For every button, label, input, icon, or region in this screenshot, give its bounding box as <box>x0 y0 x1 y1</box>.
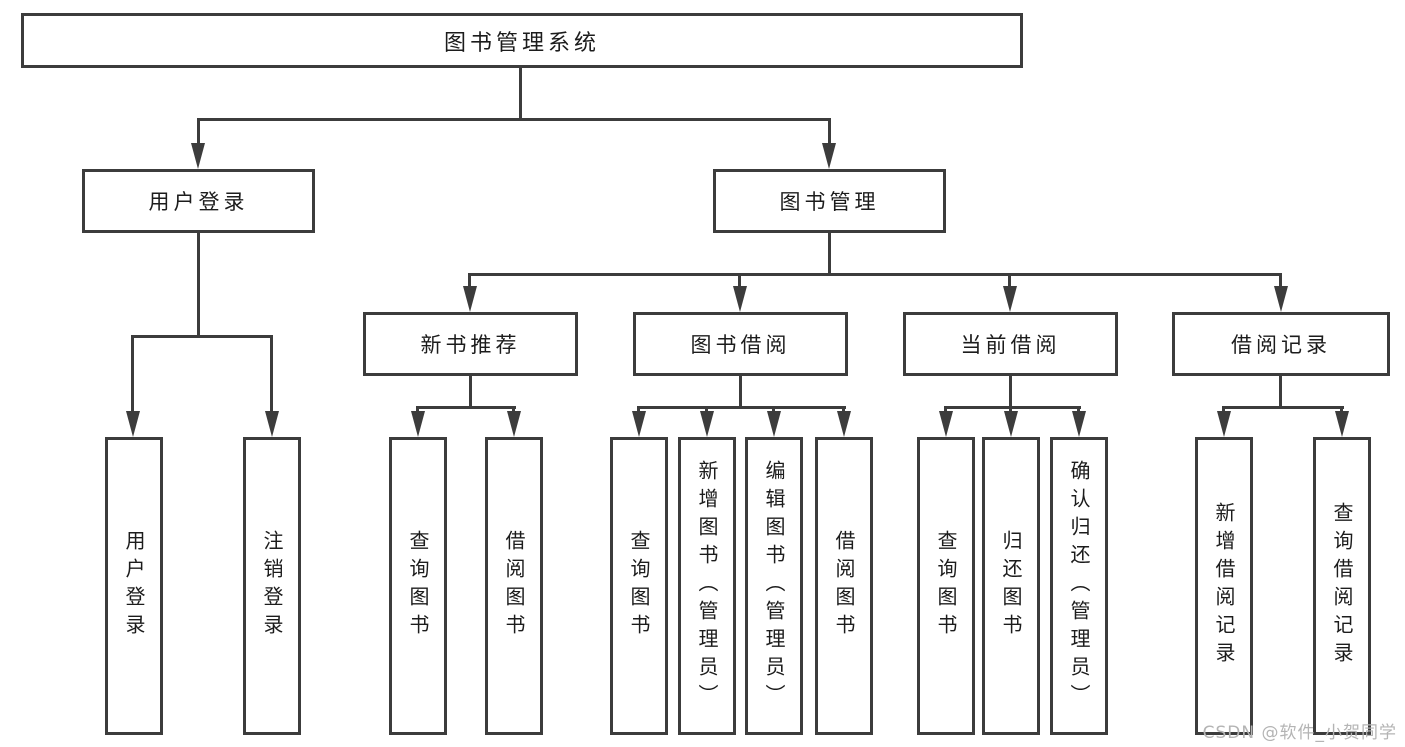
connector-line <box>468 273 1281 276</box>
node-label: 图书管理 <box>779 190 880 214</box>
leaf-label: 注销登录 <box>260 530 284 642</box>
leaf-query-books-borrow: 查询图书 <box>610 437 668 735</box>
connector-line <box>197 118 831 121</box>
leaf-query-books-current: 查询图书 <box>917 437 975 735</box>
node-borrow-records: 借阅记录 <box>1172 312 1390 376</box>
connector-line <box>197 233 200 337</box>
arrow-down-icon <box>1072 411 1086 437</box>
connector-line <box>197 118 200 146</box>
leaf-logout: 注销登录 <box>243 437 301 735</box>
leaf-add-book-admin: 新增图书（管理员） <box>678 437 736 735</box>
connector-line <box>739 376 742 408</box>
arrow-down-icon <box>837 411 851 437</box>
node-new-book-recommend: 新书推荐 <box>363 312 578 376</box>
leaf-label: 新增图书（管理员） <box>695 460 719 712</box>
node-book-borrow: 图书借阅 <box>633 312 848 376</box>
arrow-down-icon <box>265 411 279 437</box>
node-current-borrow: 当前借阅 <box>903 312 1118 376</box>
connector-line <box>637 406 846 409</box>
leaf-label: 查询图书 <box>934 530 958 642</box>
arrow-down-icon <box>411 411 425 437</box>
leaf-user-login: 用户登录 <box>105 437 163 735</box>
leaf-borrow-books-recommend: 借阅图书 <box>485 437 543 735</box>
leaf-confirm-return-admin: 确认归还（管理员） <box>1050 437 1108 735</box>
arrow-down-icon <box>822 143 836 169</box>
leaf-label: 查询借阅记录 <box>1330 502 1354 670</box>
node-root: 图书管理系统 <box>21 13 1023 68</box>
arrow-down-icon <box>1274 286 1288 312</box>
leaf-return-book: 归还图书 <box>982 437 1040 735</box>
arrow-down-icon <box>1004 411 1018 437</box>
arrow-down-icon <box>1335 411 1349 437</box>
leaf-add-borrow-record: 新增借阅记录 <box>1195 437 1253 735</box>
connector-line <box>131 335 272 338</box>
leaf-label: 归还图书 <box>999 530 1023 642</box>
leaf-edit-book-admin: 编辑图书（管理员） <box>745 437 803 735</box>
leaf-label: 借阅图书 <box>502 530 526 642</box>
connector-line <box>1009 376 1012 408</box>
node-label: 借阅记录 <box>1231 333 1331 357</box>
connector-line <box>519 68 522 118</box>
connector-line <box>738 273 741 289</box>
leaf-label: 确认归还（管理员） <box>1067 460 1091 712</box>
arrow-down-icon <box>1217 411 1231 437</box>
connector-line <box>468 273 471 289</box>
connector-line <box>469 376 472 408</box>
node-label: 新书推荐 <box>420 333 521 357</box>
leaf-label: 编辑图书（管理员） <box>762 460 786 712</box>
leaf-query-borrow-record: 查询借阅记录 <box>1313 437 1371 735</box>
connector-line <box>1279 376 1282 408</box>
arrow-down-icon <box>507 411 521 437</box>
leaf-label: 查询图书 <box>627 530 651 642</box>
connector-line <box>1279 273 1282 289</box>
connector-line <box>828 233 831 275</box>
arrow-down-icon <box>126 411 140 437</box>
arrow-down-icon <box>632 411 646 437</box>
connector-line <box>944 406 1081 409</box>
arrow-down-icon <box>191 143 205 169</box>
connector-line <box>828 118 831 146</box>
node-label: 用户登录 <box>148 190 249 214</box>
node-book-management: 图书管理 <box>713 169 946 233</box>
leaf-label: 借阅图书 <box>832 530 856 642</box>
arrow-down-icon <box>767 411 781 437</box>
node-label: 图书借阅 <box>690 333 791 357</box>
leaf-label: 用户登录 <box>122 530 146 642</box>
arrow-down-icon <box>939 411 953 437</box>
leaf-borrow-books: 借阅图书 <box>815 437 873 735</box>
arrow-down-icon <box>733 286 747 312</box>
leaf-query-books-recommend: 查询图书 <box>389 437 447 735</box>
arrow-down-icon <box>700 411 714 437</box>
leaf-label: 查询图书 <box>406 530 430 642</box>
connector-line <box>1222 406 1344 409</box>
connector-line <box>416 406 516 409</box>
arrow-down-icon <box>1003 286 1017 312</box>
node-label: 当前借阅 <box>960 333 1061 357</box>
node-root-label: 图书管理系统 <box>443 30 600 56</box>
connector-line <box>270 335 273 417</box>
connector-line <box>1008 273 1011 289</box>
arrow-down-icon <box>463 286 477 312</box>
leaf-label: 新增借阅记录 <box>1212 502 1236 670</box>
watermark: CSDN @软件_小贺同学 <box>1202 723 1397 743</box>
node-user-login: 用户登录 <box>82 169 315 233</box>
connector-line <box>131 335 134 417</box>
